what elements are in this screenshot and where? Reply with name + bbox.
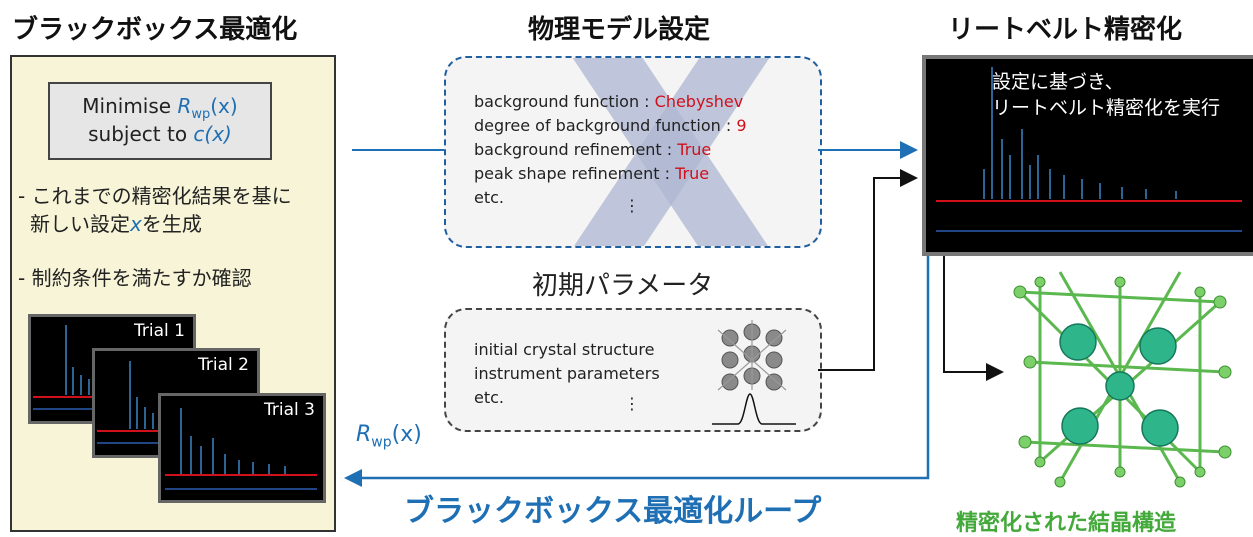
- objective-line-2: subject to c(x): [50, 122, 270, 146]
- trial-pattern-3: [165, 408, 317, 490]
- trial-label-1: Trial 1: [134, 321, 185, 341]
- rwp-symbol: Rwp(x): [177, 94, 238, 122]
- loop-arrowhead: [344, 469, 362, 487]
- objective-line-1: Minimise Rwp(x): [50, 94, 270, 122]
- setting-row-3: background refinement : True: [474, 140, 712, 159]
- setting-dots: ⋮: [624, 196, 640, 215]
- trial-pattern-1: [33, 325, 93, 410]
- setting-row-2: degree of background function : 9: [474, 116, 747, 135]
- param-dots: ⋮: [624, 394, 640, 413]
- rietveld-plot: 設定に基づき、 リートベルト精密化を実行: [922, 55, 1253, 256]
- arrowhead-structure: [986, 363, 1004, 381]
- trial-label-3: Trial 3: [264, 400, 315, 420]
- param-line-2: instrument parameters: [474, 364, 660, 383]
- crystal-profile-icon: [712, 320, 796, 425]
- setting-row-4: peak shape refinement : True: [474, 164, 710, 183]
- loop-label: ブラックボックス最適化ループ: [404, 494, 822, 529]
- constraint-symbol: c(x): [193, 122, 232, 146]
- cross-mark-icon: [572, 58, 770, 246]
- arrow-params-to-rietveld: [818, 177, 903, 371]
- result-label: 精密化された結晶構造: [956, 511, 1177, 536]
- objective-box: Minimise Rwp(x) subject to c(x): [48, 82, 272, 160]
- setting-row-1: background function : Chebyshev: [474, 92, 744, 111]
- param-line-1: initial crystal structure: [474, 340, 655, 359]
- trial-label-2: Trial 2: [198, 355, 249, 375]
- loop-arrow: [360, 256, 930, 480]
- trial-plot-3: Trial 3: [158, 393, 326, 503]
- rietveld-caption-2: リートベルト精密化を実行: [992, 97, 1221, 119]
- param-line-3: etc.: [474, 388, 504, 407]
- arrow-to-structure: [943, 256, 990, 373]
- note-constraint: - 制約条件を満たすか確認: [18, 266, 252, 290]
- minimise-word: Minimise: [82, 94, 178, 118]
- note-generate-line2: 新しい設定xを生成: [30, 212, 202, 236]
- initial-params-heading: 初期パラメータ: [532, 271, 714, 301]
- rietveld-heading: リートベルト精密化: [948, 15, 1183, 45]
- arrowhead-rietveld: [900, 141, 918, 159]
- subject-to-word: subject to: [88, 122, 194, 146]
- model-heading: 物理モデル設定: [528, 15, 711, 45]
- model-settings-box: background function : Chebyshev degree o…: [444, 56, 822, 248]
- rietveld-caption-1: 設定に基づき、: [992, 71, 1124, 93]
- rietveld-pattern: [936, 67, 1242, 232]
- setting-etc: etc.: [474, 188, 504, 207]
- arrowhead-params: [900, 169, 918, 187]
- note-generate-line1: - これまでの精密化結果を基に: [18, 184, 292, 208]
- crystal-structure-icon: [1013, 271, 1232, 488]
- feedback-rwp-label: Rwp(x): [356, 422, 422, 451]
- trial-pattern-2: [97, 361, 161, 444]
- blackbox-heading: ブラックボックス最適化: [12, 15, 298, 45]
- initial-params-box: initial crystal structure instrument par…: [444, 308, 822, 432]
